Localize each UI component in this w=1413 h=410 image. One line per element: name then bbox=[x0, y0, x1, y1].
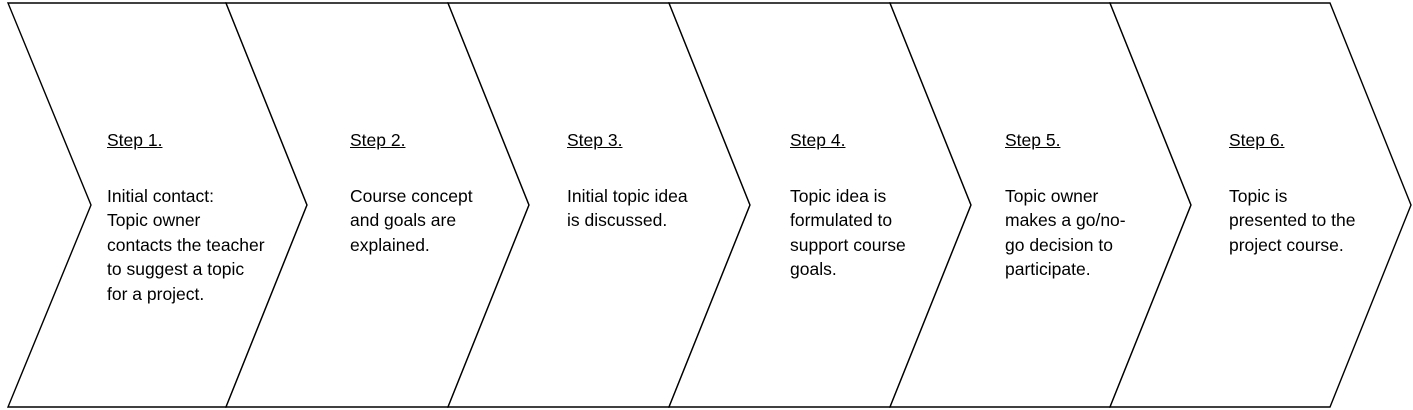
step-6-title: Step 6. bbox=[1229, 130, 1285, 150]
step-4-title: Step 4. bbox=[790, 130, 846, 150]
step-2-title: Step 2. bbox=[350, 130, 406, 150]
step-6-description: Topic is presented to the project course… bbox=[1229, 185, 1356, 255]
step-4-text: Step 4. Topic idea is formulated to supp… bbox=[790, 128, 906, 282]
step-1-text: Step 1. Initial contact: Topic owner con… bbox=[107, 128, 265, 306]
step-5-text: Step 5. Topic owner makes a go/no- go de… bbox=[1005, 128, 1126, 282]
step-2-description: Course concept and goals are explained. bbox=[350, 185, 473, 255]
step-6-chevron bbox=[1108, 2, 1412, 408]
step-6-text: Step 6. Topic is presented to the projec… bbox=[1229, 128, 1355, 257]
step-3-text: Step 3. Initial topic idea is discussed. bbox=[567, 128, 688, 233]
step-3-description: Initial topic idea is discussed. bbox=[567, 185, 688, 231]
step-3-title: Step 3. bbox=[567, 130, 623, 150]
step-5-description: Topic owner makes a go/no- go decision t… bbox=[1005, 185, 1126, 280]
step-4-description: Topic idea is formulated to support cour… bbox=[790, 185, 906, 280]
step-1-title: Step 1. bbox=[107, 130, 163, 150]
step-2-text: Step 2. Course concept and goals are exp… bbox=[350, 128, 473, 257]
step-5-title: Step 5. bbox=[1005, 130, 1061, 150]
step-1-description: Initial contact: Topic owner contacts th… bbox=[107, 185, 265, 304]
